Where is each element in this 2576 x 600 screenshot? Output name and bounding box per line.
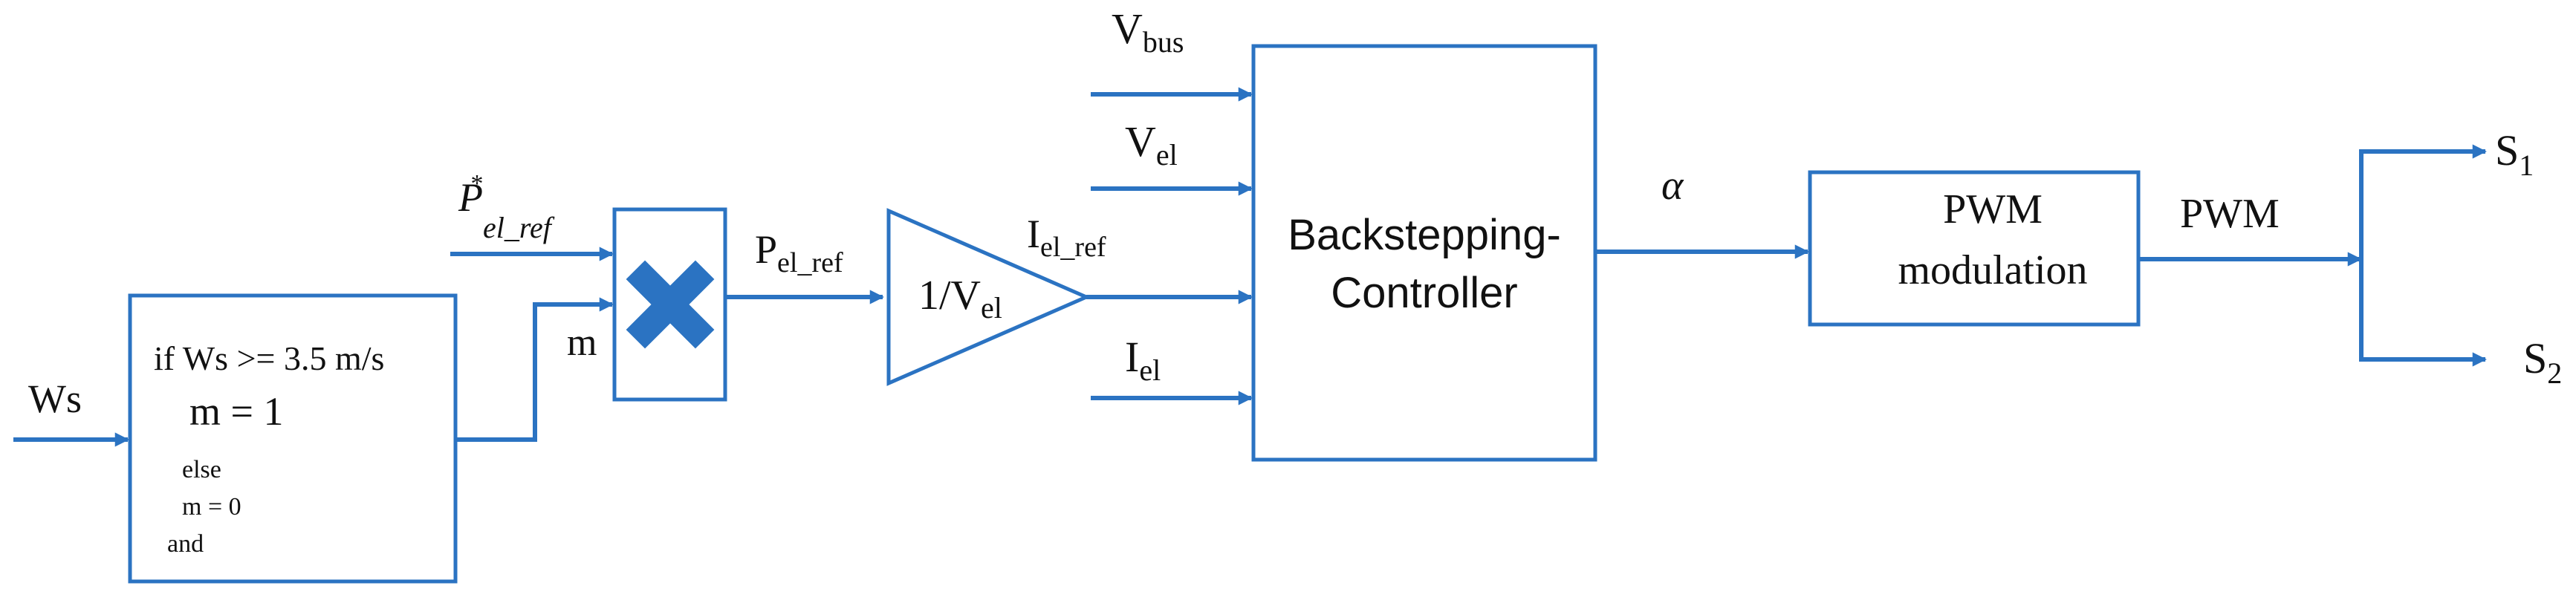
backstepping-controller-block bbox=[1251, 44, 1597, 462]
multiplier-block bbox=[612, 207, 727, 402]
i-el-ref-label: Iel_ref bbox=[1027, 212, 1106, 263]
gain-label: 1/Vel bbox=[918, 273, 1002, 325]
logic-m-equals-1: m = 1 bbox=[189, 389, 283, 434]
alpha-label: α bbox=[1661, 163, 1684, 209]
pwm-output-label: PWM bbox=[2180, 191, 2280, 237]
v-bus-label: Vbus bbox=[1112, 4, 1184, 59]
m-signal-arrow bbox=[456, 297, 614, 442]
logic-else: else bbox=[182, 456, 221, 483]
s2-label: S2 bbox=[2523, 334, 2562, 390]
p-ref-star-label: Pel_ref* bbox=[458, 170, 555, 244]
pwm-block-label-line2: modulation bbox=[1898, 247, 2087, 293]
gain-block bbox=[886, 208, 1091, 386]
logic-and: and bbox=[167, 530, 204, 558]
multiply-icon bbox=[626, 260, 715, 349]
ws-label: Ws bbox=[28, 376, 82, 421]
controller-label-line1: Backstepping- bbox=[1288, 211, 1561, 259]
pwm-block-label-line1: PWM bbox=[1943, 186, 2043, 232]
p-el-ref-label: Pel_ref bbox=[755, 227, 843, 278]
controller-label-line2: Controller bbox=[1331, 269, 1517, 317]
pwm-modulation-block bbox=[1808, 170, 2141, 327]
logic-m-equals-0: m = 0 bbox=[182, 493, 241, 521]
m-label: m bbox=[567, 322, 597, 364]
v-el-label: Vel bbox=[1125, 117, 1178, 172]
logic-condition: if Ws >= 3.5 m/s bbox=[154, 339, 384, 377]
i-el-label: Iel bbox=[1125, 333, 1161, 387]
logic-block bbox=[128, 293, 458, 584]
s1-label: S1 bbox=[2495, 126, 2534, 182]
